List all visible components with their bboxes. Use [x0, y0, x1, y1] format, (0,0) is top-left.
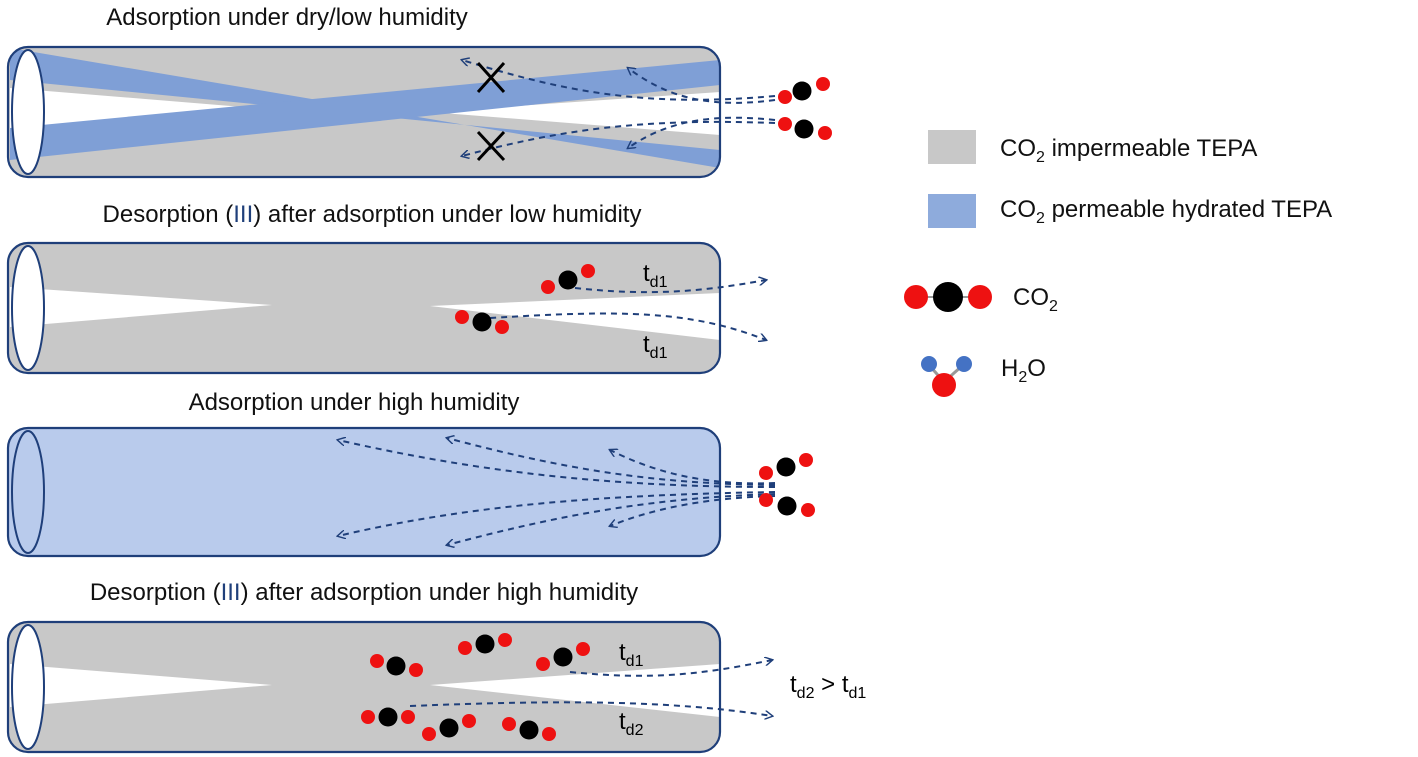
panel-low-humidity-desorption: Desorption (III) after adsorption under …	[6, 201, 766, 375]
tube-outline	[6, 45, 722, 179]
legend: CO2 impermeable TEPA CO2 permeable hydra…	[904, 130, 1332, 397]
legend-label-co2: CO2	[1013, 284, 1058, 315]
panel-2-title: Desorption (III) after adsorption under …	[103, 201, 642, 228]
legend-swatch-impermeable	[928, 130, 976, 164]
panel-dry-adsorption: Adsorption under dry/low humidity	[6, 4, 832, 179]
co2-molecule	[536, 642, 590, 671]
panel-high-humidity-desorption: Desorption (III) after adsorption under …	[6, 579, 866, 754]
co2-molecule	[778, 117, 832, 140]
co2-molecule	[778, 77, 830, 104]
panel-3-title: Adsorption under high humidity	[189, 389, 520, 416]
co2-molecule	[422, 714, 476, 741]
co2-molecule	[541, 264, 595, 294]
hydrated-tube	[6, 426, 722, 558]
time-label: td1	[643, 331, 668, 362]
co2-molecule	[455, 310, 509, 334]
tube-opening	[11, 624, 45, 750]
panel-4-title: Desorption (III) after adsorption under …	[90, 579, 638, 606]
tube-opening	[11, 430, 45, 554]
tube-outline	[6, 620, 722, 754]
co2-molecule	[759, 453, 813, 480]
time-label: td1	[619, 639, 644, 670]
legend-swatch-permeable	[928, 194, 976, 228]
h2o-legend-icon	[921, 356, 972, 397]
co2-molecule	[370, 654, 423, 677]
time-comparison: td2 > td1	[790, 671, 866, 702]
panel-high-humidity-adsorption: Adsorption under high humidity	[6, 389, 815, 558]
co2-molecule	[361, 707, 415, 727]
diffusion-paths	[489, 280, 766, 340]
tube-opening	[11, 49, 45, 175]
legend-label-impermeable: CO2 impermeable TEPA	[1000, 135, 1257, 166]
co2-legend-icon	[904, 282, 992, 312]
tube-opening	[11, 245, 45, 371]
co2-molecule	[458, 633, 512, 655]
tube-outline	[6, 241, 722, 375]
hydrated-band	[10, 60, 720, 160]
legend-label-permeable: CO2 permeable hydrated TEPA	[1000, 196, 1332, 227]
diffusion-paths	[409, 660, 772, 716]
diffusion-paths	[338, 438, 776, 545]
legend-label-h2o: H2O	[1001, 355, 1046, 386]
co2-molecule	[759, 493, 815, 517]
time-label: td1	[643, 260, 668, 291]
blocked-cross	[476, 61, 506, 162]
diffusion-paths	[462, 60, 776, 156]
panel-1-title: Adsorption under dry/low humidity	[106, 4, 468, 31]
time-label: td2	[619, 708, 644, 739]
co2-molecule	[502, 717, 556, 741]
